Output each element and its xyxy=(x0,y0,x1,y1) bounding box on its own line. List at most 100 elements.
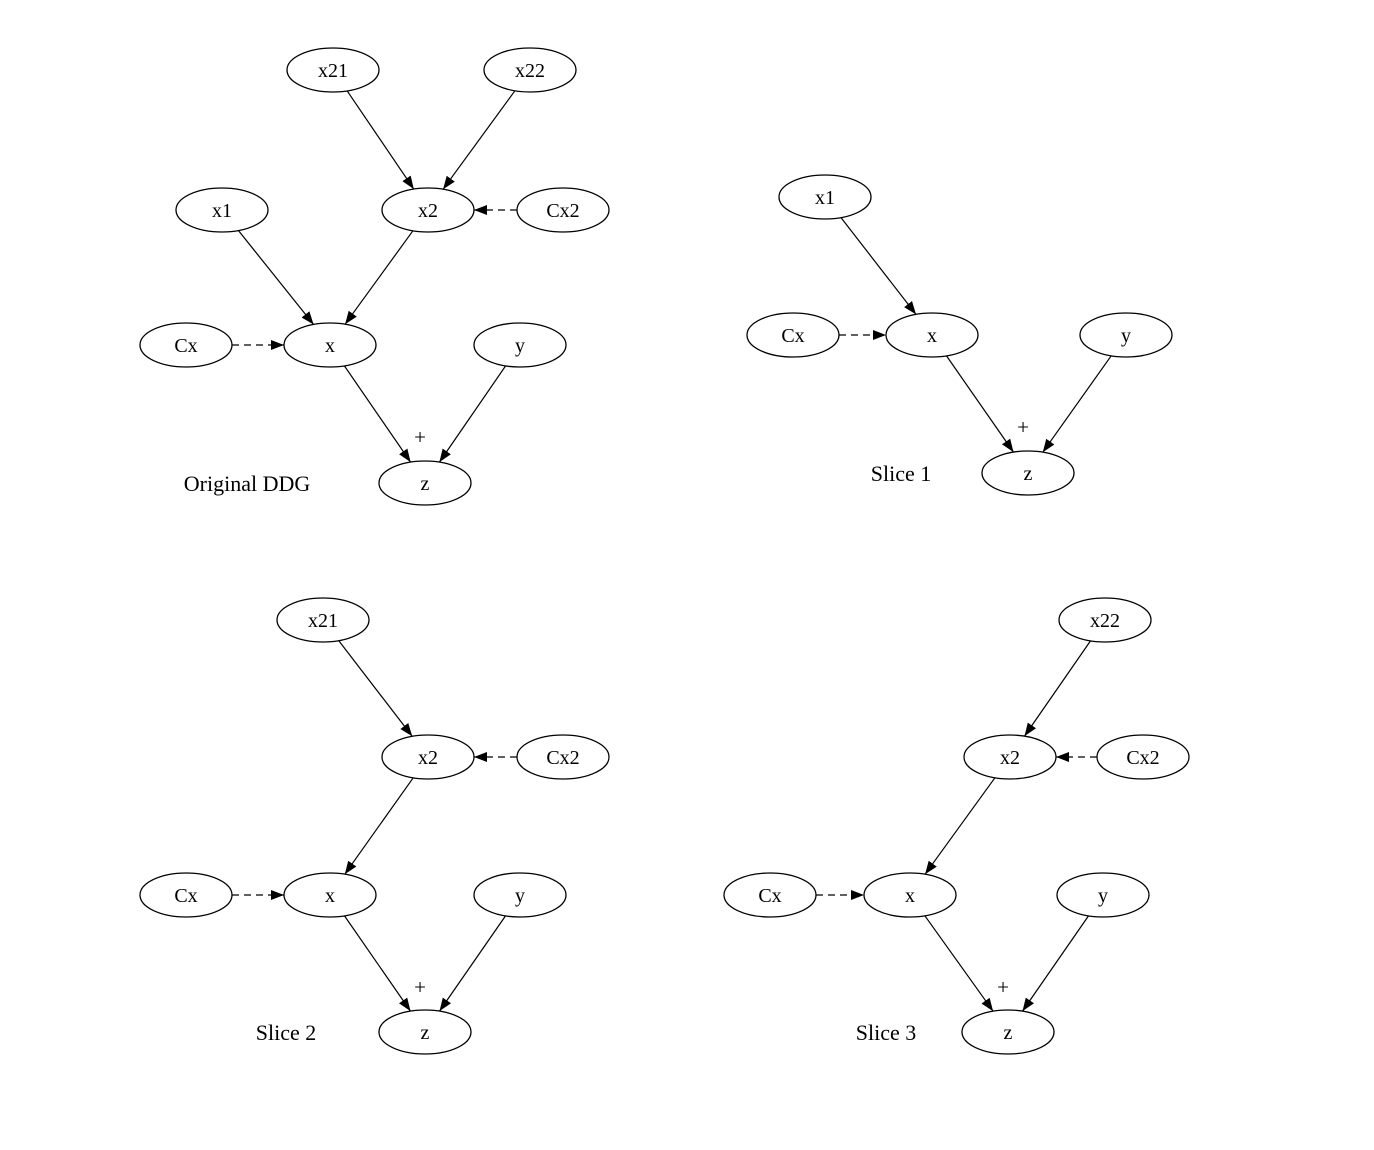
node-label-x: x xyxy=(927,325,937,347)
node-ellipse-Cx xyxy=(746,312,840,358)
edge-x22-to-x2 xyxy=(442,90,516,190)
node-ellipse-x22 xyxy=(483,47,577,93)
node-label-x2: x2 xyxy=(418,200,438,222)
node-ellipse-Cx2 xyxy=(516,734,610,780)
node-ellipse-x2 xyxy=(963,734,1057,780)
edge-x2-to-x xyxy=(344,777,414,875)
node-ellipse-z xyxy=(378,460,472,506)
node-label-Cx2: Cx2 xyxy=(546,200,579,222)
node-label-y: y xyxy=(515,885,525,907)
node-label-x: x xyxy=(325,885,335,907)
node-z: z xyxy=(378,460,472,506)
plus-operator-label: + xyxy=(997,975,1009,999)
node-ellipse-y xyxy=(1079,312,1173,358)
node-ellipse-y xyxy=(473,322,567,368)
edge-x-to-z xyxy=(924,915,994,1012)
node-ellipse-Cx xyxy=(723,872,817,918)
edge-y-to-z xyxy=(439,915,506,1012)
node-z: z xyxy=(378,1009,472,1055)
node-label-x22: x22 xyxy=(515,60,545,82)
node-z: z xyxy=(961,1009,1055,1055)
node-label-y: y xyxy=(515,335,525,357)
node-label-Cx: Cx xyxy=(174,885,197,907)
node-ellipse-x xyxy=(885,312,979,358)
node-ellipse-Cx2 xyxy=(1096,734,1190,780)
node-Cx: Cx xyxy=(723,872,817,918)
node-ellipse-x1 xyxy=(175,187,269,233)
edge-x-to-z xyxy=(343,365,412,463)
node-x22: x22 xyxy=(483,47,577,93)
node-x2: x2 xyxy=(381,734,475,780)
node-ellipse-x xyxy=(863,872,957,918)
node-label-x2: x2 xyxy=(418,747,438,769)
edge-x21-to-x2 xyxy=(346,90,415,190)
node-z: z xyxy=(981,450,1075,496)
edge-y-to-z xyxy=(1022,915,1089,1012)
node-label-y: y xyxy=(1098,885,1108,907)
edge-x2-to-x xyxy=(924,777,996,875)
plus-operator-label: + xyxy=(414,425,426,449)
plus-operator-label: + xyxy=(414,975,426,999)
plus-operator-label: + xyxy=(1017,415,1029,439)
node-x: x xyxy=(283,322,377,368)
node-y: y xyxy=(1079,312,1173,358)
node-y: y xyxy=(473,872,567,918)
node-label-z: z xyxy=(1004,1022,1013,1044)
node-x: x xyxy=(863,872,957,918)
node-label-Cx2: Cx2 xyxy=(546,747,579,769)
edge-x1-to-x xyxy=(237,230,315,325)
node-ellipse-x xyxy=(283,322,377,368)
node-ellipse-Cx xyxy=(139,322,233,368)
node-x21: x21 xyxy=(286,47,380,93)
node-x2: x2 xyxy=(381,187,475,233)
node-label-x22: x22 xyxy=(1090,610,1120,632)
node-label-z: z xyxy=(1024,463,1033,485)
node-ellipse-z xyxy=(961,1009,1055,1055)
caption-original-ddg: Original DDG xyxy=(184,471,311,496)
edge-x2-to-x xyxy=(344,230,414,325)
node-x1: x1 xyxy=(175,187,269,233)
node-y: y xyxy=(473,322,567,368)
edge-x-to-z xyxy=(946,355,1014,453)
node-label-z: z xyxy=(421,1022,430,1044)
node-Cx2: Cx2 xyxy=(516,734,610,780)
node-label-x1: x1 xyxy=(212,200,232,222)
node-label-x: x xyxy=(905,885,915,907)
node-ellipse-z xyxy=(378,1009,472,1055)
edge-y-to-z xyxy=(1042,355,1112,453)
node-Cx2: Cx2 xyxy=(516,187,610,233)
edge-x21-to-x2 xyxy=(338,640,413,737)
node-ellipse-x xyxy=(283,872,377,918)
node-label-z: z xyxy=(421,473,430,495)
node-x22: x22 xyxy=(1058,597,1152,643)
node-y: y xyxy=(1056,872,1150,918)
node-label-y: y xyxy=(1121,325,1131,347)
node-x: x xyxy=(283,872,377,918)
node-label-x1: x1 xyxy=(815,187,835,209)
caption-slice-2: Slice 2 xyxy=(256,1020,317,1045)
edge-x-to-z xyxy=(344,915,411,1012)
edge-y-to-z xyxy=(438,365,507,463)
node-ellipse-y xyxy=(473,872,567,918)
node-ellipse-x22 xyxy=(1058,597,1152,643)
node-label-x21: x21 xyxy=(318,60,348,82)
node-label-Cx: Cx xyxy=(781,325,804,347)
node-label-Cx: Cx xyxy=(174,335,197,357)
node-label-x2: x2 xyxy=(1000,747,1020,769)
node-ellipse-x21 xyxy=(286,47,380,93)
node-ellipse-x1 xyxy=(778,174,872,220)
node-x1: x1 xyxy=(778,174,872,220)
edge-x1-to-x xyxy=(840,217,917,315)
edge-x22-to-x2 xyxy=(1024,640,1091,737)
caption-slice-1: Slice 1 xyxy=(871,461,932,486)
node-x: x xyxy=(885,312,979,358)
node-Cx: Cx xyxy=(139,872,233,918)
node-label-x21: x21 xyxy=(308,610,338,632)
node-ellipse-y xyxy=(1056,872,1150,918)
node-ellipse-x21 xyxy=(276,597,370,643)
